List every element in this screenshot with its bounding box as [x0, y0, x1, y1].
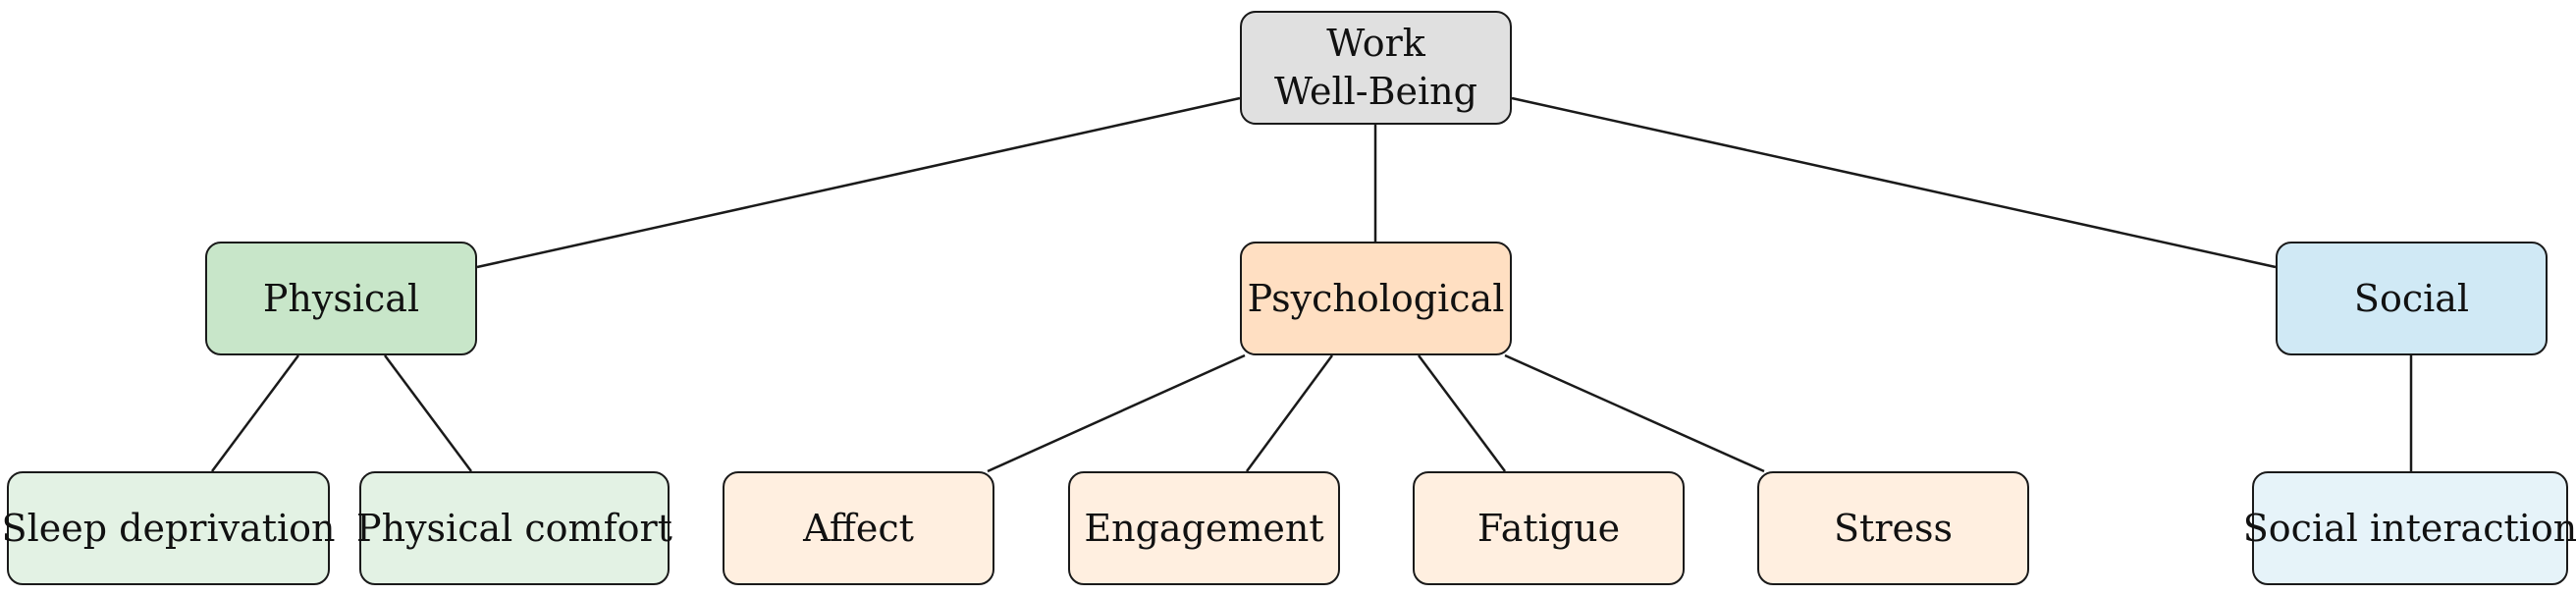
edge-psych-fatigue — [1417, 354, 1507, 472]
root-label-line-2: Well-Being — [1274, 70, 1477, 113]
leaf-node-fatigue: Fatigue — [1413, 471, 1685, 585]
leaf-label: Fatigue — [1476, 506, 1621, 550]
edge-root-social — [1511, 96, 2277, 269]
category-node-psychological: Psychological — [1240, 242, 1512, 355]
edge-physical-comfort — [383, 354, 473, 472]
leaf-node-affect: Affect — [723, 471, 994, 585]
root-label-line-1: Work — [1326, 22, 1425, 66]
leaf-node-sleep-deprivation: Sleep deprivation — [2, 471, 335, 585]
category-label: Physical — [262, 276, 420, 320]
edge-physical-sleep — [210, 354, 300, 472]
edge-root-physical — [476, 96, 1241, 269]
leaf-node-engagement: Engagement — [1068, 471, 1340, 585]
leaf-label: Sleep deprivation — [1, 506, 336, 550]
leaf-node-stress: Stress — [1757, 471, 2029, 585]
leaf-node-physical-comfort: Physical comfort — [356, 471, 672, 585]
edge-psych-engagement — [1245, 354, 1334, 472]
category-node-social: Social — [2276, 242, 2548, 355]
leaf-node-social-interaction: Social interaction — [2243, 471, 2576, 585]
category-label: Psychological — [1247, 276, 1505, 320]
category-label: Social — [2353, 276, 2470, 320]
leaf-label: Stress — [1834, 506, 1953, 550]
category-node-physical: Physical — [205, 242, 477, 355]
root-node: Work Well-Being — [1240, 11, 1512, 125]
edge-psych-stress — [1504, 353, 1765, 473]
edge-psych-affect — [987, 353, 1246, 473]
leaf-label: Physical comfort — [356, 506, 672, 550]
leaf-label: Social interaction — [2242, 506, 2576, 550]
leaf-label: Affect — [803, 506, 914, 550]
leaf-label: Engagement — [1084, 506, 1324, 550]
